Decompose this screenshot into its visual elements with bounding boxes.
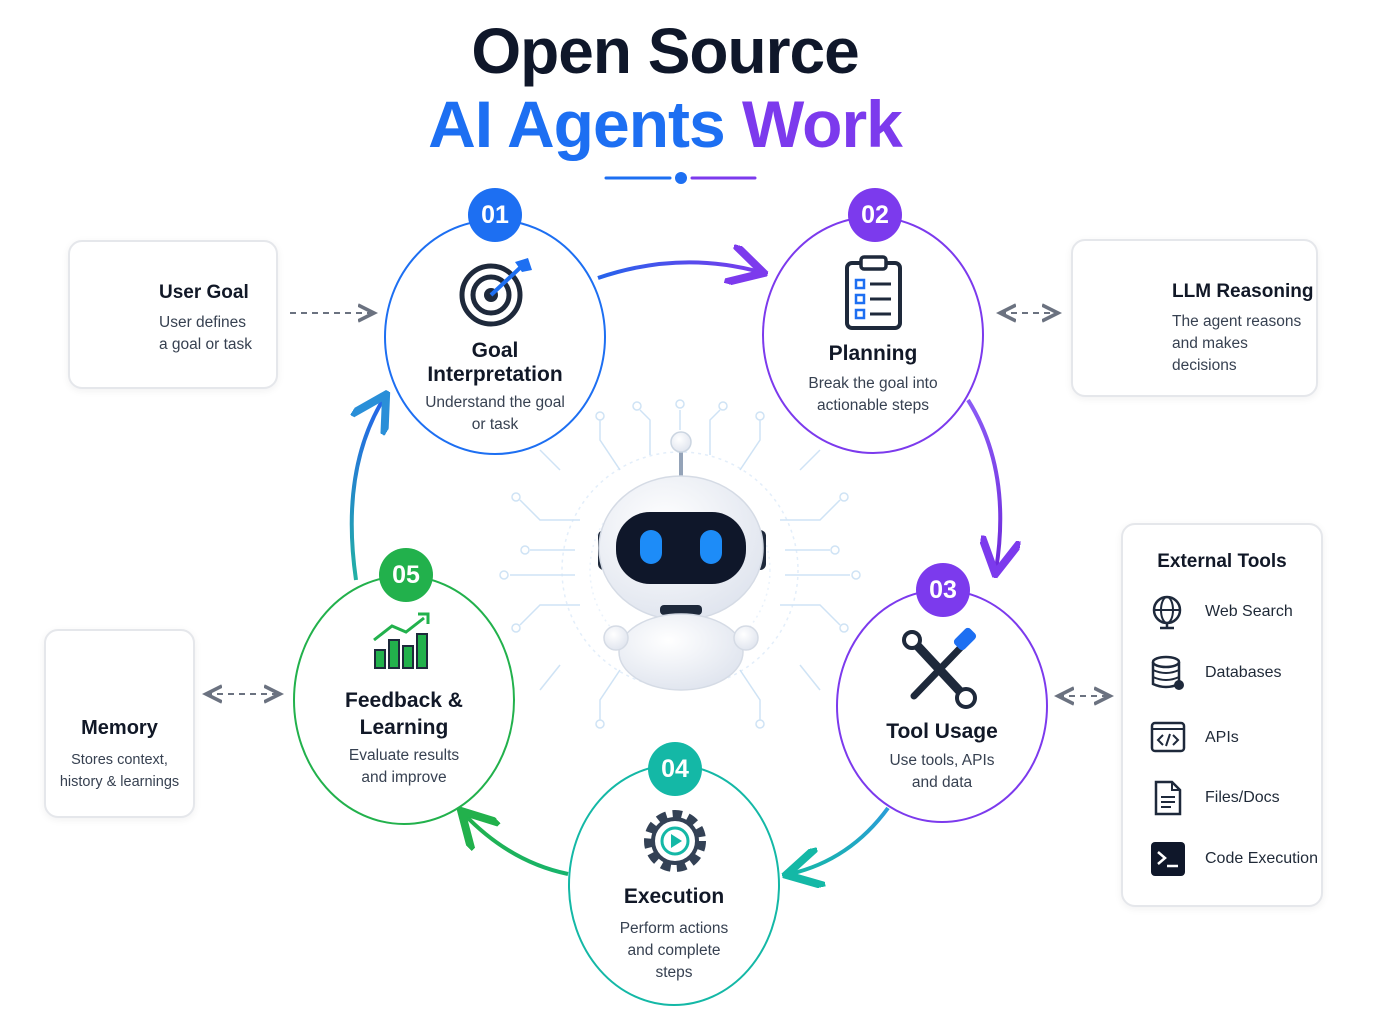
step-5-badge: 05: [379, 548, 433, 602]
tool-code-execution-label: Code Execution: [1205, 850, 1318, 867]
target-icon: [459, 258, 532, 327]
step-3-desc-line-1: Use tools, APIs: [889, 752, 995, 769]
step-4-desc-line-1: Perform actions: [619, 920, 729, 937]
tools-icon: [902, 627, 977, 709]
step-2-desc-line-1: Break the goal into: [808, 375, 938, 392]
step-4-title-line-1: Execution: [623, 885, 725, 908]
arrow-1-to-2: [597, 262, 760, 278]
llm-reasoning-title: LLM Reasoning: [1172, 281, 1314, 302]
tool-apis-label: APIs: [1205, 729, 1239, 746]
step-1-desc: Understand the goal or task: [405, 392, 585, 436]
arrow-3-to-4: [790, 806, 890, 874]
step-1-badge: 01: [468, 188, 522, 242]
step-2-title-line-1: Planning: [828, 342, 918, 365]
memory-desc-line-2: history & learnings: [59, 774, 180, 790]
tool-web-search: Web Search: [1150, 594, 1310, 634]
step-4-desc: Perform actions and complete steps: [584, 918, 764, 984]
step-4-title: Execution: [584, 885, 764, 909]
step-5-desc-line-1: Evaluate results: [348, 747, 460, 764]
step-5-desc-line-2: and improve: [361, 769, 447, 786]
step-2-desc: Break the goal into actionable steps: [783, 373, 963, 417]
document-icon: [1154, 780, 1182, 816]
database-icon: [1151, 655, 1184, 690]
user-goal-desc: User defines a goal or task: [159, 312, 252, 356]
title-underline: [604, 172, 757, 184]
step-3-desc: Use tools, APIs and data: [852, 750, 1032, 794]
step-2-circle: [762, 216, 984, 454]
memory-desc: Stores context, history & learnings: [46, 749, 193, 793]
clipboard-icon: [845, 255, 902, 330]
title-line-2: AI Agents Work: [0, 86, 1330, 162]
step-4-desc-line-2: and complete: [627, 942, 721, 959]
tool-apis: APIs: [1150, 720, 1310, 760]
title-work: Work: [742, 87, 903, 161]
tool-databases-label: Databases: [1205, 664, 1282, 681]
step-1-desc-line-1: Understand the goal: [425, 394, 565, 411]
external-tools-card: External Tools: [1121, 523, 1323, 907]
step-1-title-line-1: Goal: [471, 339, 519, 362]
step-5-desc: Evaluate results and improve: [314, 745, 494, 789]
llm-desc-line-1: The agent reasons: [1172, 313, 1302, 330]
external-tools-title: External Tools: [1157, 551, 1287, 572]
user-goal-desc-line-1: User defines: [159, 314, 247, 331]
arrow-2-to-3: [966, 398, 1000, 570]
tool-web-search-label: Web Search: [1205, 603, 1293, 620]
step-5-title-line-1: Feedback &: [345, 689, 463, 712]
arrow-5-to-1: [349, 398, 384, 581]
step-2-title: Planning: [783, 342, 963, 366]
tool-databases: Databases: [1150, 655, 1310, 695]
user-goal-title: User Goal: [159, 282, 249, 303]
chart-up-icon: [373, 612, 430, 669]
memory-title: Memory: [81, 717, 158, 739]
step-4-desc-line-3: steps: [655, 964, 693, 981]
user-goal-desc-line-2: a goal or task: [159, 336, 253, 353]
step-1-title-line-2: Interpretation: [427, 363, 563, 386]
llm-desc-line-2: and makes: [1172, 335, 1248, 352]
step-4-badge: 04: [648, 742, 702, 796]
tool-files-docs-label: Files/Docs: [1205, 789, 1280, 806]
llm-reasoning-desc: The agent reasons and makes decisions: [1172, 311, 1301, 377]
step-3-title: Tool Usage: [852, 720, 1032, 744]
step-2-desc-line-2: actionable steps: [816, 397, 930, 414]
gear-play-icon: [644, 810, 706, 872]
tool-files-docs: Files/Docs: [1150, 780, 1310, 820]
llm-reasoning-card: LLM Reasoning The agent reasons and make…: [1071, 239, 1318, 397]
arrow-4-to-5: [464, 814, 569, 876]
step-3-badge: 03: [916, 563, 970, 617]
memory-desc-line-1: Stores context,: [71, 752, 168, 768]
step-5-title: Feedback & Learning: [314, 687, 494, 741]
llm-desc-line-3: decisions: [1172, 357, 1237, 374]
title-ai-agents: AI Agents: [428, 87, 726, 161]
step-3-desc-line-2: and data: [911, 774, 973, 791]
terminal-icon: [1151, 842, 1185, 876]
step-1-desc-line-2: or task: [471, 416, 519, 433]
user-goal-card: User Goal User defines a goal or task: [68, 240, 278, 389]
title-line-1: Open Source: [471, 15, 859, 87]
robot-icon: [598, 431, 766, 691]
step-3-title-line-1: Tool Usage: [886, 720, 998, 743]
step-1-title: Goal Interpretation: [405, 339, 585, 387]
code-icon: [1150, 721, 1186, 753]
step-2-badge: 02: [848, 188, 902, 242]
step-5-title-line-2: Learning: [359, 716, 449, 739]
tool-code-execution: Code Execution: [1150, 841, 1318, 881]
globe-icon: [1152, 595, 1182, 630]
memory-card: Memory Stores context, history & learnin…: [44, 629, 195, 818]
